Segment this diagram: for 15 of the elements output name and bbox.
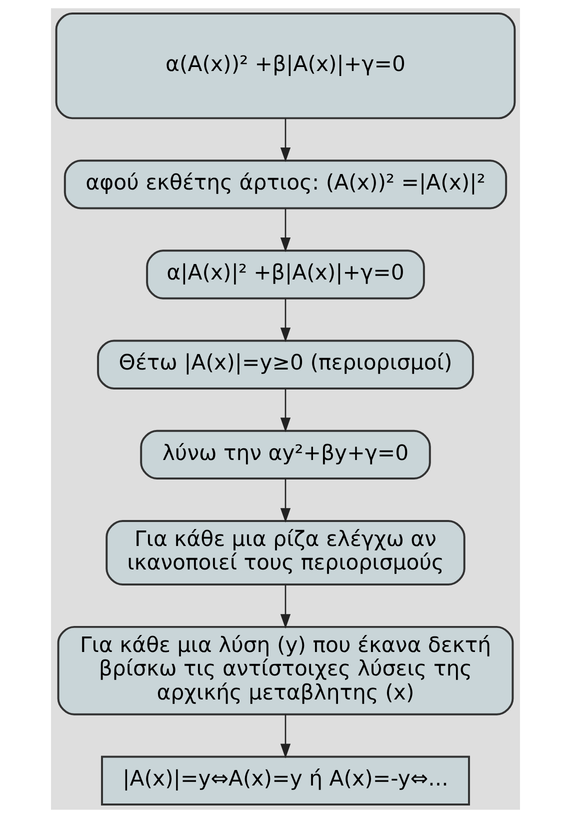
node-box: Θέτω |A(x)|=y≥0 (περιορισμοί): [96, 340, 474, 390]
node-box: αφού εκθέτης άρτιος: (A(x))² =|A(x)|²: [63, 160, 507, 210]
arrow: [280, 584, 290, 629]
arrow: [280, 478, 290, 523]
arrow: [280, 298, 290, 342]
node-box: α|A(x)|² +β|A(x)|+γ=0: [146, 250, 424, 300]
arrow: [280, 714, 290, 758]
node-box: Για κάθε μια λύση (y) που έκανα δεκτή βρίσκω τις αντίστοιχες λύσεις της αρχικής μεταβλητης (x): [56, 626, 514, 716]
node-box: λύνω την αy²+βy+γ=0: [140, 430, 430, 480]
arrow: [280, 118, 290, 162]
node-box: α(A(x))² +β|A(x)|+γ=0: [54, 12, 516, 120]
node-box: Για κάθε μια ρίζα ελέγχω αν ικανοποιεί τους περιορισμούς: [105, 520, 465, 586]
node-box: |A(x)|=y⇔A(x)=y ή A(x)=-y⇔...: [100, 756, 470, 806]
arrow: [280, 388, 290, 432]
arrow: [280, 208, 290, 252]
